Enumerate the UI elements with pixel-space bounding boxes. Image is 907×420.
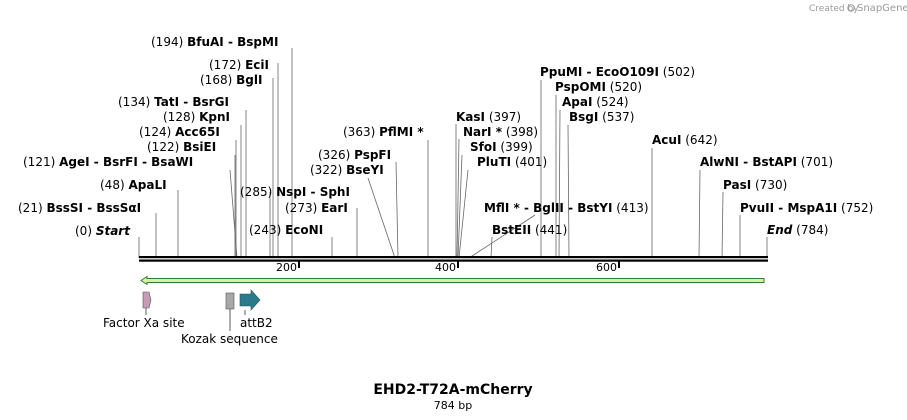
snapgene-credit: Created by SnapGene: [809, 3, 907, 14]
site-start[interactable]: (0) Start: [75, 224, 131, 238]
site-bsiei[interactable]: (122) BsiEI: [147, 140, 216, 154]
site-mfli[interactable]: MflI * - BglII - BstYI (413): [484, 201, 649, 215]
feature-kozak[interactable]: Kozak sequence: [181, 292, 278, 346]
kozak-label: Kozak sequence: [181, 332, 278, 346]
site-bfuai[interactable]: (194) BfuAI - BspMI: [151, 35, 278, 49]
site-agei[interactable]: (121) AgeI - BsrFI - BsaWI: [23, 155, 193, 169]
site-pspfi[interactable]: (326) PspFI: [318, 148, 391, 162]
cut-site-lines: [138, 48, 768, 259]
tick-600: [618, 261, 620, 268]
site-bsteii[interactable]: BstEII (441): [492, 223, 567, 237]
tick-400: [457, 261, 459, 268]
site-apali[interactable]: (48) ApaLI: [100, 178, 167, 192]
factor-xa-marker-icon[interactable]: [142, 291, 152, 309]
map-length: 784 bp: [434, 399, 472, 412]
site-kpni[interactable]: (128) KpnI: [163, 110, 230, 124]
site-ppumi[interactable]: PpuMI - EcoO109I (502): [540, 65, 695, 79]
site-pflmi[interactable]: (363) PflMI *: [343, 125, 424, 139]
site-nspi[interactable]: (285) NspI - SphI: [240, 185, 350, 199]
credit-created-by: Created by: [809, 4, 859, 14]
site-acc65i[interactable]: (124) Acc65I: [139, 125, 220, 139]
site-kasi[interactable]: KasI (397): [456, 110, 521, 124]
feature-attb2[interactable]: attB2: [239, 289, 273, 330]
tick-200: [298, 261, 300, 268]
site-nari[interactable]: NarI * (398): [463, 125, 538, 139]
site-acui[interactable]: AcuI (642): [652, 133, 718, 147]
site-alwni[interactable]: AlwNI - BstAPI (701): [700, 155, 833, 169]
site-pspomi[interactable]: PspOMI (520): [555, 80, 642, 94]
site-bseyi[interactable]: (322) BseYI: [310, 163, 384, 177]
site-bsssi[interactable]: (21) BssSI - BssSαI: [18, 201, 141, 215]
credit-brand: SnapGene: [857, 3, 907, 14]
site-bgli[interactable]: (168) BglI: [200, 73, 262, 87]
site-econi[interactable]: (243) EcoNI: [249, 223, 323, 237]
site-eari[interactable]: (273) EarI: [285, 201, 348, 215]
site-end[interactable]: End (784): [767, 223, 828, 237]
factor-xa-label: Factor Xa site: [103, 316, 185, 330]
feature-factor-xa[interactable]: Factor Xa site: [103, 291, 185, 330]
tick-label-600: 600: [596, 261, 617, 274]
attb2-arrow-icon[interactable]: [239, 289, 261, 311]
site-bsgi[interactable]: BsgI (537): [569, 110, 634, 124]
site-pvuii[interactable]: PvuII - MspA1I (752): [740, 201, 873, 215]
tick-label-400: 400: [435, 261, 456, 274]
attb2-label: attB2: [240, 316, 273, 330]
kozak-marker-icon[interactable]: [225, 292, 235, 310]
site-ecii[interactable]: (172) EciI: [209, 58, 269, 72]
enzyme-labels: (194) BfuAI - BspMI (172) EciI (168) Bgl…: [18, 35, 873, 238]
site-sfoi[interactable]: SfoI (399): [470, 140, 533, 154]
site-pasi[interactable]: PasI (730): [723, 178, 787, 192]
tick-label-200: 200: [276, 261, 297, 274]
orf-arrow[interactable]: [140, 275, 765, 286]
ruler: 200 400 600: [276, 261, 620, 274]
site-apai[interactable]: ApaI (524): [562, 95, 629, 109]
site-tati[interactable]: (134) TatI - BsrGI: [118, 95, 229, 109]
site-pluti[interactable]: PluTI (401): [477, 155, 547, 169]
sequence-backbone: [139, 256, 768, 262]
snapgene-logo-icon: [847, 4, 855, 12]
map-title: EHD2-T72A-mCherry: [373, 382, 532, 398]
